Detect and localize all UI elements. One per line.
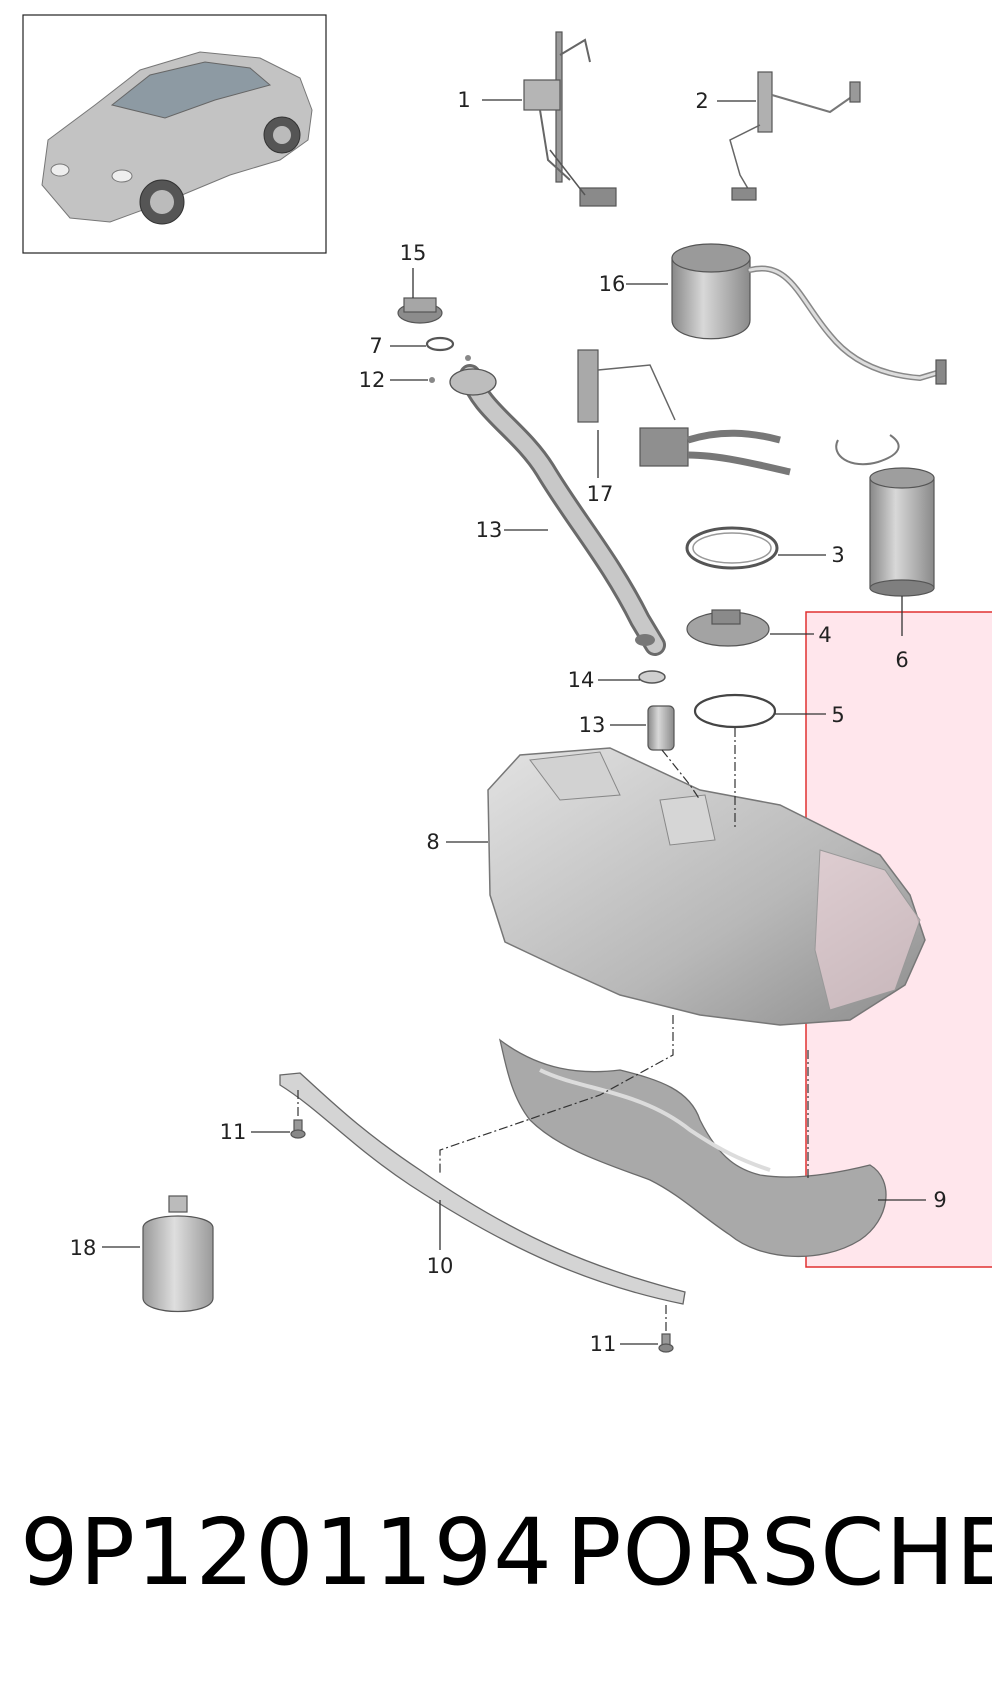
callout-11-lower: 11	[590, 1332, 617, 1356]
assembly-line-pipe	[661, 749, 701, 801]
callout-6: 6	[895, 648, 908, 672]
part-16-cap	[397, 297, 443, 324]
callout-4: 4	[818, 623, 831, 647]
part-7-o-ring	[425, 336, 455, 352]
callout-15: 14	[568, 668, 595, 692]
part-11-bolt-lower	[658, 1333, 674, 1353]
part-6-fuel-pump	[835, 434, 935, 597]
part-13-screw	[429, 355, 471, 383]
callout-7: 7	[369, 334, 382, 358]
part-9-heat-shield	[498, 1038, 887, 1258]
callout-5: 5	[831, 703, 844, 727]
part-11-bolt-upper	[290, 1119, 306, 1139]
part-14-sleeve	[647, 705, 675, 751]
callout-12: 13	[476, 518, 503, 542]
part-17-canister	[671, 243, 947, 385]
brand-name: PORSCHE	[566, 1499, 992, 1606]
footer-caption: 9P1201194 PORSCHE	[0, 1488, 992, 1618]
callout-9: 9	[933, 1188, 946, 1212]
part-2-level-sender	[729, 71, 861, 201]
part-18-valve	[577, 349, 791, 476]
callout-10: 10	[427, 1254, 454, 1278]
callout-1: 1	[457, 88, 470, 112]
assembly-line-strap	[439, 1015, 674, 1175]
part-12-filler-pipe	[449, 364, 666, 656]
part-10-strap	[279, 1072, 686, 1305]
callout-18: 17	[587, 482, 614, 506]
callout-13: 12	[359, 368, 386, 392]
callout-11-upper: 11	[220, 1120, 247, 1144]
part-15-clamp	[638, 670, 666, 684]
part-19-bottle	[142, 1195, 214, 1312]
callout-19: 18	[70, 1236, 97, 1260]
part-8-fuel-tank	[487, 747, 926, 1026]
part-3-gasket	[685, 526, 779, 570]
callout-3: 3	[831, 543, 844, 567]
part-5-seal	[693, 693, 777, 729]
vehicle-thumbnail	[22, 14, 327, 254]
part-1-level-sender	[523, 31, 617, 207]
part-number: 9P1201194	[20, 1499, 553, 1606]
callout-14: 13	[579, 713, 606, 737]
callout-16: 15	[400, 241, 427, 265]
callout-2: 2	[695, 89, 708, 113]
part-4-flange	[686, 609, 770, 647]
callout-8: 8	[426, 830, 439, 854]
callout-17: 16	[599, 272, 626, 296]
